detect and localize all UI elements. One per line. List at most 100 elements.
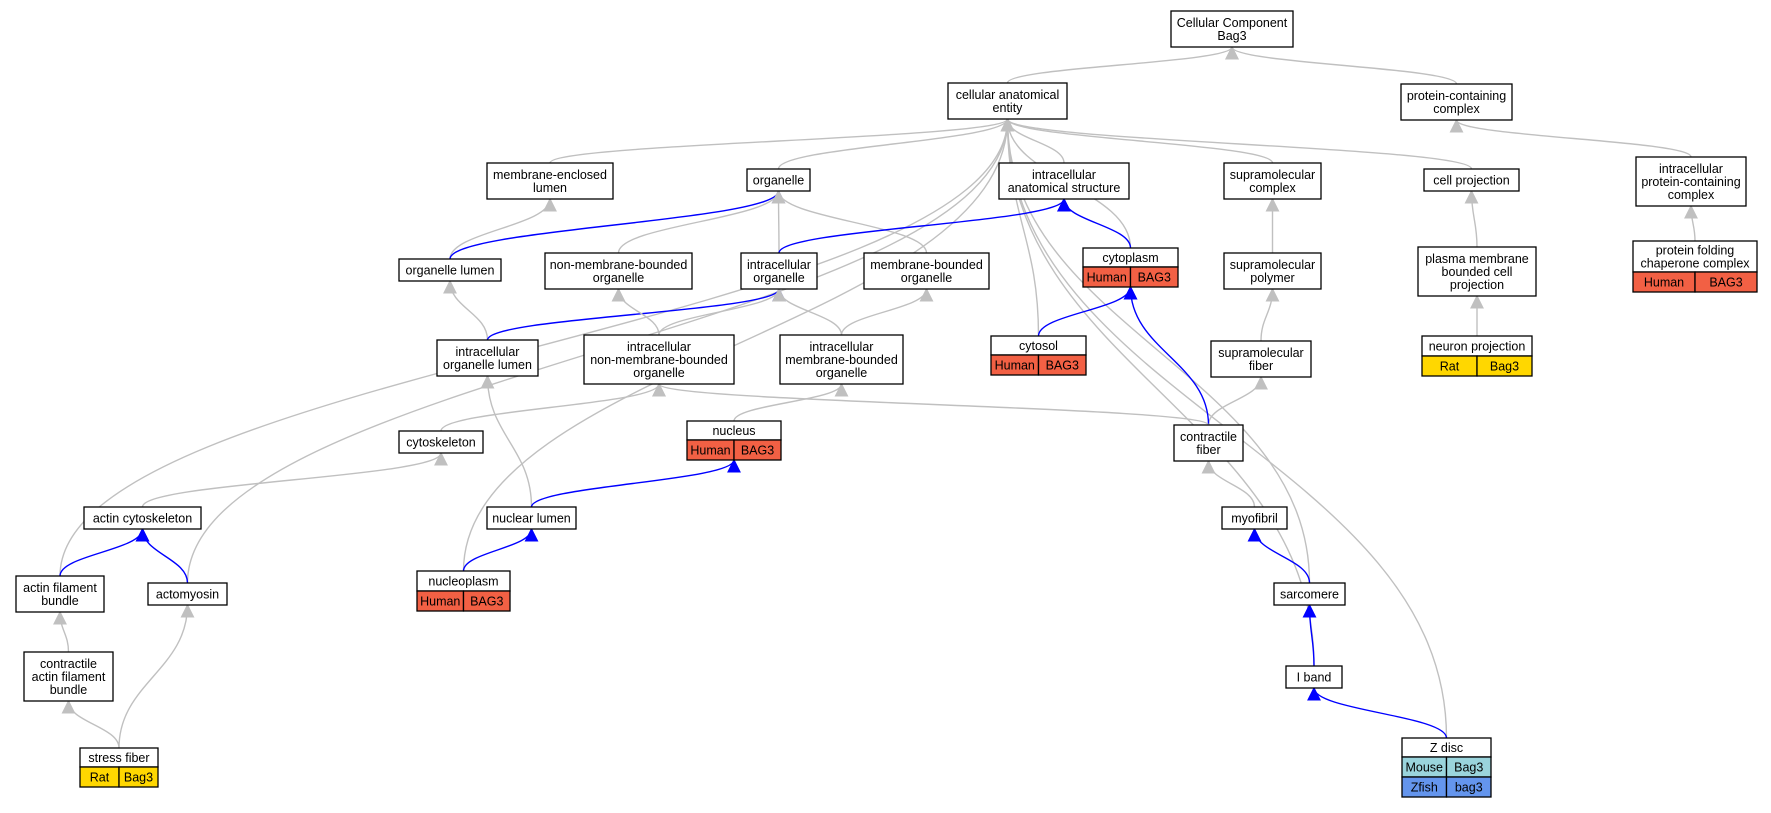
is-a-edge-pfcc-to-ipcc [1684, 204, 1699, 242]
go-term-node-myo[interactable]: myofibril [1221, 506, 1288, 530]
is-a-edge-ias-to-cae [1000, 117, 1065, 164]
node-label: organelle [593, 271, 644, 285]
node-label: cytoplasm [1102, 251, 1158, 265]
node-label: Z disc [1430, 741, 1463, 755]
node-box [23, 651, 114, 702]
is-a-edge-org-to-cae [777, 117, 1015, 170]
node-label: contractile [40, 657, 97, 671]
is-a-edge-nucleus-to-imbo [733, 382, 849, 422]
node-box [147, 582, 228, 606]
go-term-node-nl[interactable]: nuclear lumen [486, 506, 577, 530]
node-label: intracellular [810, 340, 874, 354]
node-label: polymer [1250, 271, 1294, 285]
node-label: intracellular [1659, 162, 1723, 176]
node-label: bundle [50, 683, 88, 697]
annotation-cell-gene [462, 590, 511, 612]
is-a-edge-cf-to-smf [1207, 375, 1268, 426]
go-term-node-acs[interactable]: actin cytoskeleton [83, 506, 202, 530]
is-a-edge-cf-to-inmbo [652, 382, 1210, 426]
is-a-edge-nucleoplasm-to-cae [462, 117, 1015, 572]
node-box [83, 506, 202, 530]
node-label: plasma membrane [1425, 252, 1529, 266]
node-label: nucleoplasm [428, 575, 498, 589]
node-label: organelle [633, 366, 684, 380]
annotation-species: Human [995, 359, 1035, 373]
annotation-species: Human [420, 595, 460, 609]
node-label: organelle [753, 174, 804, 188]
node-label: chaperone complex [1640, 257, 1750, 271]
node-label: fiber [1249, 359, 1273, 373]
annotation-species: Human [1644, 276, 1684, 290]
part-of-edge-cytosol-to-cyto [1037, 285, 1138, 337]
node-box [1273, 582, 1346, 606]
is-a-edge-smc-to-cae [1000, 117, 1274, 164]
go-term-node-ol[interactable]: organelle lumen [398, 258, 502, 282]
node-label: cellular anatomical [956, 88, 1060, 102]
node-label: neuron projection [1429, 340, 1526, 354]
node-box [998, 162, 1130, 200]
node-label: fiber [1196, 443, 1220, 457]
go-term-node-am[interactable]: actomyosin [147, 582, 228, 606]
annotation-gene: Bag3 [1490, 360, 1519, 374]
go-term-node-sarc[interactable]: sarcomere [1273, 582, 1346, 606]
annotation-gene: Bag3 [124, 771, 153, 785]
node-label: entity [993, 101, 1024, 115]
annotation-gene: BAG3 [741, 444, 774, 458]
is-a-edge-myo-to-cf [1201, 459, 1256, 508]
node-box [1417, 246, 1537, 297]
annotation-gene: BAG3 [1046, 359, 1079, 373]
is-a-edge-nl-to-iol [480, 374, 533, 508]
part-of-edge-iband-to-sarc [1302, 603, 1317, 667]
is-a-edge-imbo-to-mbo [840, 287, 934, 336]
go-term-node-inmbo[interactable]: intracellularnon-membrane-boundedorganel… [583, 334, 735, 385]
node-label: actin filament [32, 670, 106, 684]
go-term-node-iband[interactable]: I band [1285, 665, 1343, 689]
go-term-node-cytoskel[interactable]: cytoskeleton [398, 430, 484, 454]
node-label: intracellular [1032, 168, 1096, 182]
node-label: actomyosin [156, 588, 219, 602]
part-of-edge-io-to-ias [778, 197, 1071, 254]
part-of-edge-sarc-to-myo [1247, 527, 1311, 584]
is-a-edge-pmbcp-to-cp [1464, 189, 1479, 248]
go-term-node-cp[interactable]: cell projection [1423, 168, 1520, 192]
node-label: complex [1668, 188, 1715, 202]
node-box [1285, 665, 1343, 689]
go-term-node-org[interactable]: organelle [746, 168, 811, 192]
is-a-edge-smf-to-smp [1260, 287, 1280, 342]
is-a-edge-cafb-to-afb [53, 610, 70, 653]
node-label: protein-containing [1407, 89, 1506, 103]
part-of-edge-cf-to-cyto [1123, 285, 1210, 426]
node-box [1221, 506, 1288, 530]
node-box [1400, 83, 1513, 121]
node-label: protein-containing [1641, 175, 1740, 189]
is-a-edge-ipcc-to-pcc [1449, 118, 1692, 158]
node-label: intracellular [627, 340, 691, 354]
